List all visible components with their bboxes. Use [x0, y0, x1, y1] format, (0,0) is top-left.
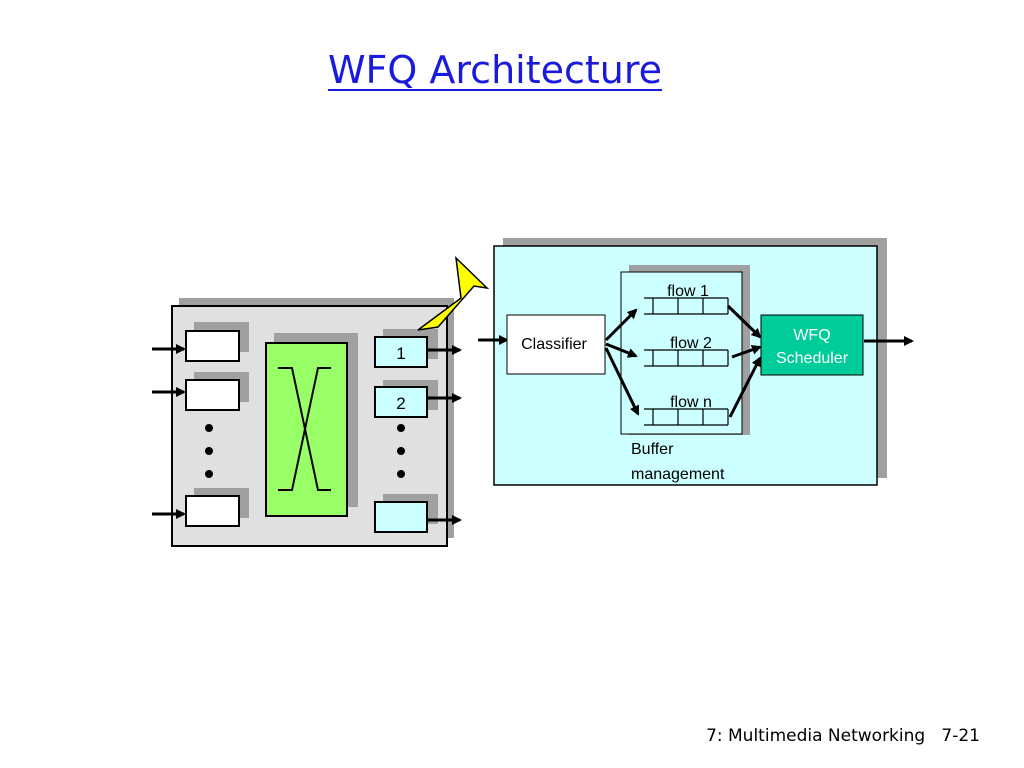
output-port-2-label: 2 [396, 394, 405, 413]
buffer-management-label-line1: Buffer [631, 441, 674, 458]
buffer-management-label-line2: management [631, 466, 725, 483]
zoom-arrow [417, 255, 490, 331]
flow-queue-2 [644, 349, 729, 367]
footer-page-number: 7-21 [941, 726, 980, 746]
wfq-detail-panel: Classifier flow 1 flow 2 [478, 238, 914, 486]
flow-queue-1 [644, 297, 729, 315]
flow-2-label: flow 2 [670, 335, 712, 352]
wfq-scheduler-label-line1: WFQ [793, 327, 830, 344]
output-port-2 [374, 380, 462, 418]
classifier-box [506, 314, 606, 375]
output-port-1-label: 1 [396, 344, 405, 363]
classifier-label: Classifier [521, 336, 587, 353]
footer-chapter: 7: Multimedia Networking [706, 726, 926, 746]
wfq-scheduler-label-line2: Scheduler [776, 350, 849, 367]
output-port-n [374, 494, 462, 533]
flow-n-label: flow n [670, 394, 712, 411]
slide-footer: 7: Multimedia Networking 7-21 [706, 726, 980, 746]
output-ellipsis [397, 424, 405, 478]
slide-title: WFQ Architecture [327, 48, 663, 92]
input-ellipsis [205, 424, 213, 478]
wfq-scheduler-box [760, 314, 864, 376]
flow-queue-n [644, 408, 729, 426]
flow-1-label: flow 1 [667, 283, 709, 300]
input-port-n [152, 488, 249, 527]
switch-fabric [265, 333, 358, 517]
input-port-1 [152, 322, 249, 362]
output-port-1 [374, 329, 462, 368]
input-port-2 [152, 372, 249, 411]
router: 1 2 [152, 298, 462, 547]
